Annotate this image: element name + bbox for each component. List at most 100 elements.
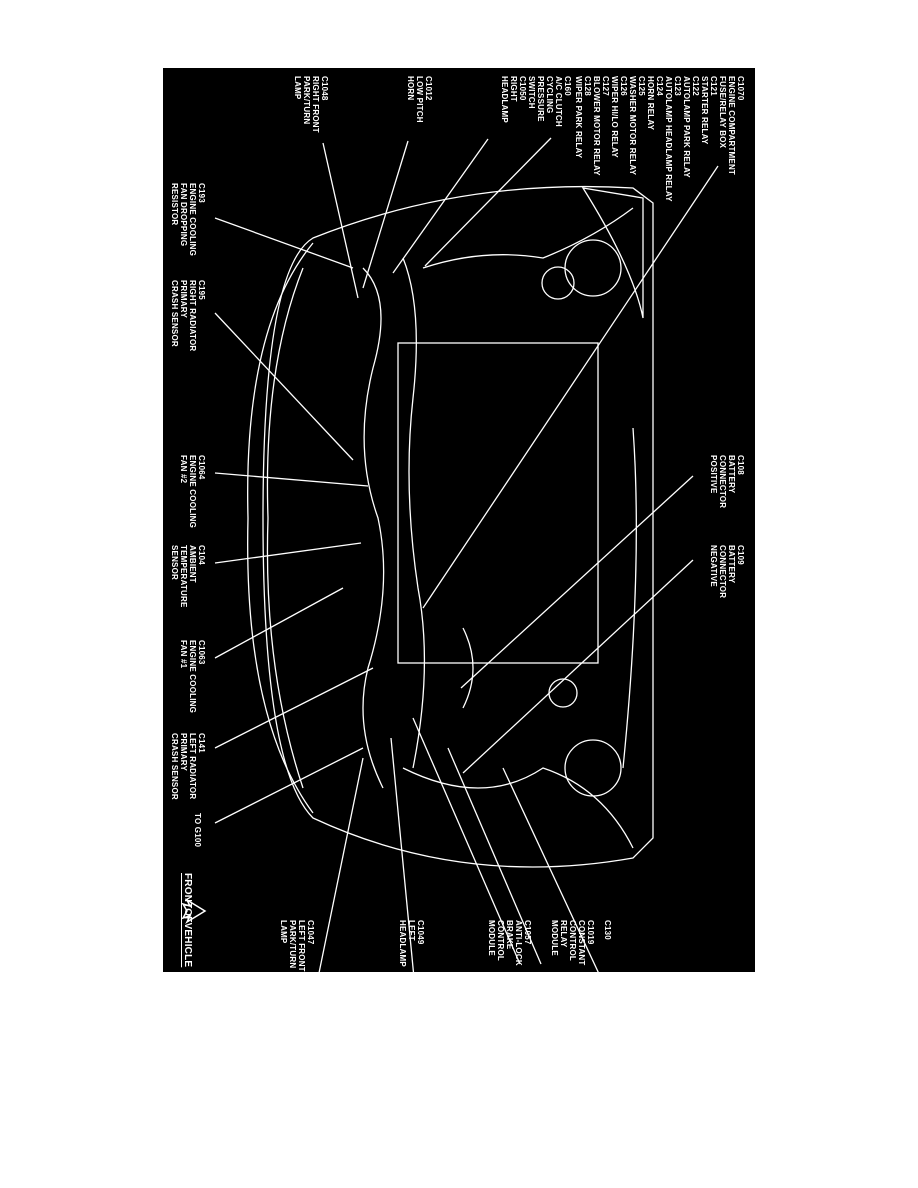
label-line: C1070 — [736, 76, 745, 101]
label-line: STARTER RELAY — [700, 76, 709, 145]
label-line: C1057 — [523, 920, 532, 945]
label-line: RIGHT FRONT — [311, 76, 320, 133]
label-line: C195 — [197, 280, 206, 300]
label-line: LEFT RADIATOR — [188, 733, 197, 800]
label-line: CRASH SENSOR — [170, 280, 179, 347]
label-line: LEFT FRONT — [297, 920, 306, 972]
label-line: C125 — [637, 76, 646, 96]
label-line: BATTERY — [727, 455, 736, 494]
label-line: PRIMARY — [179, 733, 188, 771]
label-line: C1019 — [586, 920, 595, 945]
label-line: C1064 — [197, 455, 206, 480]
label-line: C1047 — [306, 920, 315, 945]
label-line: LAMP — [293, 76, 302, 100]
label-line: CONNECTOR — [718, 455, 727, 509]
label-line: BLOWER MOTOR RELAY — [592, 76, 601, 176]
label-line: C193 — [197, 183, 206, 203]
label-line: RESISTOR — [170, 183, 179, 226]
label-line: C122 — [691, 76, 700, 96]
label-line: FAN DROPPING — [179, 183, 188, 247]
label-to-g100: TO G100 — [193, 813, 202, 847]
label-line: MODULE — [550, 920, 559, 956]
label-line: C141 — [197, 733, 206, 753]
label-line: C1049 — [416, 920, 425, 945]
label-line: LAMP — [279, 920, 288, 944]
label-line: ENGINE COOLING — [188, 640, 197, 714]
left-strut-tower — [564, 739, 622, 797]
label-line: ENGINE COOLING — [188, 183, 197, 257]
label-line: HORN RELAY — [646, 76, 655, 131]
label-line: FAN #1 — [179, 640, 188, 669]
bumper-outline — [247, 242, 314, 814]
label-line: C109 — [736, 545, 745, 565]
label-line: HEADLAMP — [500, 76, 509, 123]
label-line: A/C CLUTCH — [554, 76, 563, 127]
label-line: SWITCH — [527, 76, 536, 109]
label-line: NEGATIVE — [709, 545, 718, 587]
label-line: FAN #2 — [179, 455, 188, 484]
label-line: BATTERY — [727, 545, 736, 584]
label-line: WASHER MOTOR RELAY — [628, 76, 637, 176]
label-line: C1012 — [424, 76, 433, 101]
label-line: C128 — [583, 76, 592, 96]
label-line: FUSE/RELAY BOX — [718, 76, 727, 149]
label-line: CONTROL — [568, 920, 577, 961]
label-line: AMBIENT — [188, 545, 197, 583]
label-line: C1050 — [518, 76, 527, 101]
label-line: C130 — [603, 920, 612, 940]
label-c130: C130 — [603, 920, 612, 940]
label-line: HEADLAMP — [398, 920, 407, 967]
bumper-inner — [266, 267, 304, 789]
wiring-harness-main — [402, 257, 426, 769]
right-wheelhouse — [581, 187, 644, 319]
label-line: C104 — [197, 545, 206, 565]
label-line: RIGHT RADIATOR — [188, 280, 197, 352]
label-line: ENGINE COMPARTMENT — [727, 76, 736, 176]
label-line: C1048 — [320, 76, 329, 101]
label-line: C124 — [655, 76, 664, 96]
label-line: PRESSURE — [536, 76, 545, 122]
label-line: C121 — [709, 76, 718, 96]
wiring-harness-right — [362, 267, 385, 789]
label-line: C123 — [673, 76, 682, 96]
label-line: AUTOLAMP PARK RELAY — [682, 76, 691, 178]
wiring-harness-top — [422, 207, 634, 269]
label-line: MODULE — [487, 920, 496, 956]
label-line: CONNECTOR — [718, 545, 727, 599]
arrow-icon — [181, 897, 207, 925]
label-line: WIPER HI/LO RELAY — [610, 76, 619, 158]
label-line: POSITIVE — [709, 455, 718, 494]
label-line: TEMPERATURE — [179, 545, 188, 608]
label-line: WIPER PARK RELAY — [574, 76, 583, 159]
label-line: C127 — [601, 76, 610, 96]
leader-lines — [214, 137, 719, 972]
label-line: ENGINE COOLING — [188, 455, 197, 529]
label-line: SENSOR — [170, 545, 179, 580]
label-line: CONTROL — [496, 920, 505, 961]
label-line: CONSTANT — [577, 920, 586, 966]
label-line: C126 — [619, 76, 628, 96]
label-line: AUTOLAMP HEADLAMP RELAY — [664, 76, 673, 202]
cowl-wiring — [622, 427, 637, 769]
label-line: PRIMARY — [179, 280, 188, 318]
wiring-harness-bottom — [402, 767, 634, 849]
diagram-artwork — [214, 137, 719, 972]
label-line: RELAY — [559, 920, 568, 948]
master-cylinder — [548, 678, 578, 708]
label-line: C160 — [563, 76, 572, 96]
radiator — [397, 342, 599, 664]
